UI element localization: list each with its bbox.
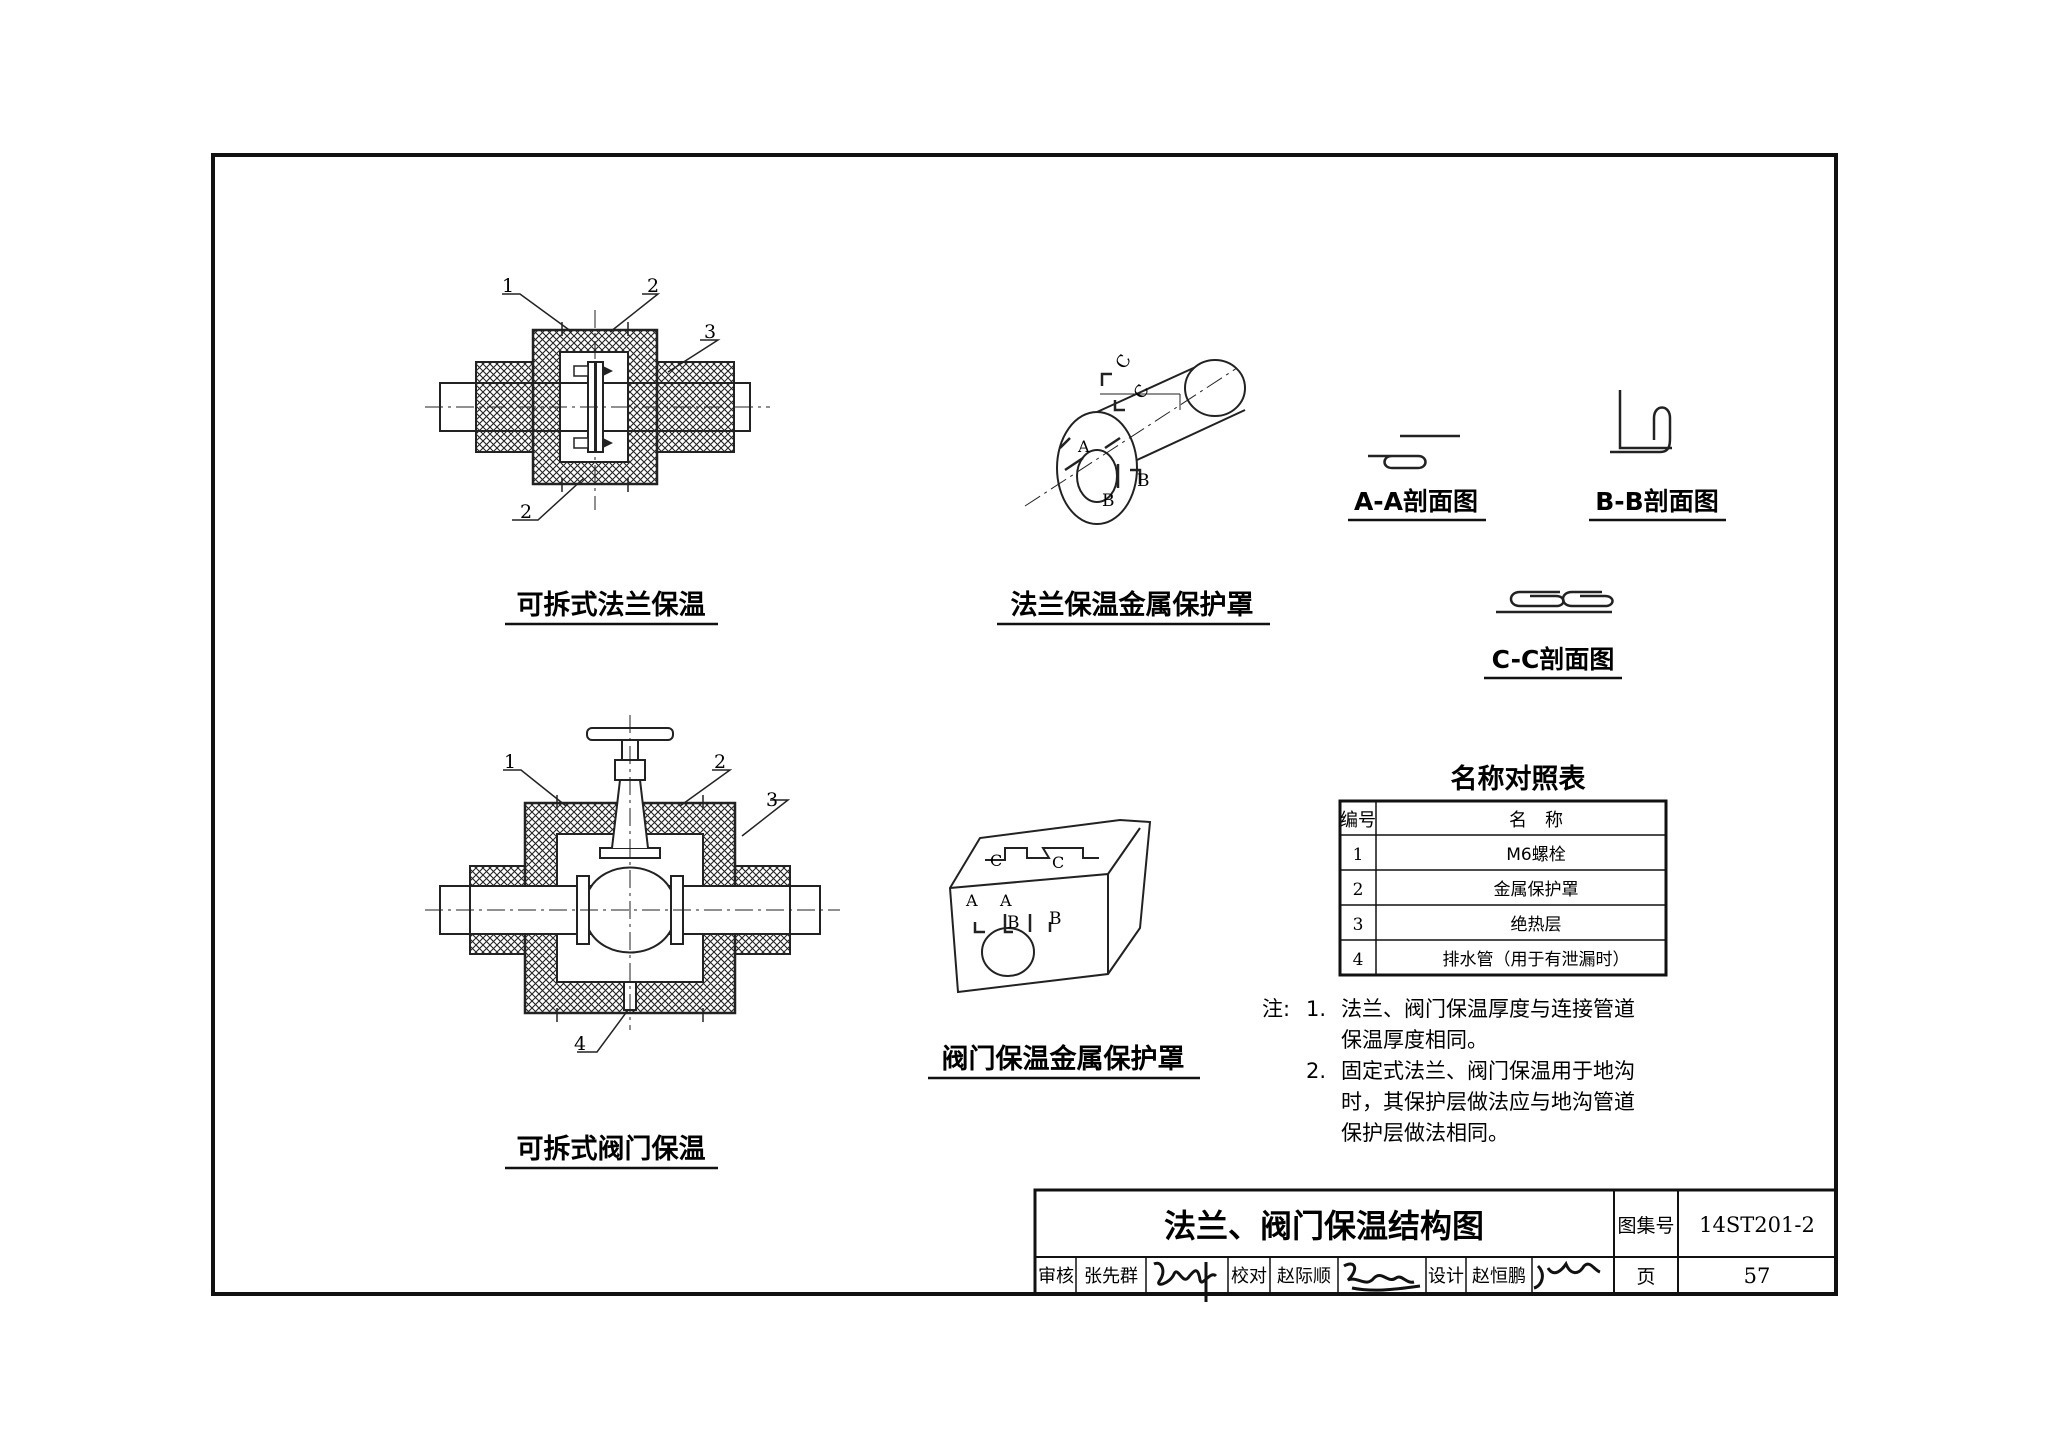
valve-cover-drawing [948, 818, 1152, 994]
cc-section-title: C-C剖面图 [1492, 645, 1615, 674]
section-mark-b2: B [1102, 491, 1115, 511]
name-table-header-name: 名 称 [1509, 810, 1563, 831]
aa-section-drawing [1368, 434, 1460, 470]
section-mark-c1: C [1112, 351, 1136, 372]
callout-1-valve: 1 [504, 751, 516, 773]
design-label: 设计 [1428, 1266, 1464, 1287]
name-table [1338, 799, 1668, 977]
callout-1-flange: 1 [502, 275, 514, 297]
name-table-row-4-no: 4 [1353, 950, 1364, 970]
bb-section-title: B-B剖面图 [1595, 487, 1719, 516]
valve-mark-c2: C [1052, 853, 1064, 872]
name-table-title: 名称对照表 [1451, 763, 1586, 795]
name-table-row-3-no: 3 [1353, 915, 1364, 935]
valve-mark-c1: C [990, 851, 1002, 870]
designer-name: 赵恒鹏 [1472, 1266, 1526, 1287]
callout-2-flange-bottom: 2 [520, 501, 532, 523]
note-1-line-1: 法兰、阀门保温厚度与连接管道 [1341, 997, 1635, 1021]
notes-label: 注: [1262, 997, 1290, 1021]
aa-section-title: A-A剖面图 [1354, 487, 1478, 516]
note-1-line-2: 保温厚度相同。 [1341, 1028, 1488, 1052]
flange-cover-title: 法兰保温金属保护罩 [1011, 589, 1254, 621]
callout-4-valve: 4 [574, 1033, 586, 1055]
flange-insulation-title: 可拆式法兰保温 [517, 590, 706, 621]
reviewer-name: 张先群 [1084, 1266, 1138, 1287]
note-2-number: 2. [1306, 1059, 1326, 1083]
drawing-frame [211, 153, 1838, 1296]
valve-mark-a2: A [999, 891, 1012, 910]
section-mark-c2: C [1130, 381, 1154, 402]
cc-section-drawing [1496, 590, 1614, 614]
valve-mark-a1: A [965, 891, 978, 910]
valve-mark-b2: B [1049, 909, 1062, 929]
name-table-row-1-no: 1 [1353, 845, 1364, 865]
valve-insulation-title: 可拆式阀门保温 [517, 1134, 706, 1165]
section-mark-a: A [1077, 437, 1090, 456]
atlas-number-label: 图集号 [1617, 1215, 1674, 1237]
section-mark-b1: B [1137, 471, 1150, 491]
note-2-line-3: 保护层做法相同。 [1341, 1121, 1509, 1145]
note-1-number: 1. [1306, 997, 1326, 1021]
callout-2-valve: 2 [714, 751, 726, 773]
callout-3-valve: 3 [766, 789, 778, 811]
name-table-row-4-name: 排水管（用于有泄漏时） [1443, 950, 1630, 970]
valve-cover-title: 阀门保温金属保护罩 [942, 1043, 1185, 1075]
check-label: 校对 [1231, 1266, 1267, 1287]
note-2-line-1: 固定式法兰、阀门保温用于地沟 [1341, 1059, 1635, 1083]
designer-signature [1533, 1260, 1601, 1290]
flange-cover-drawing [1024, 359, 1246, 525]
atlas-number: 14ST201-2 [1699, 1213, 1815, 1237]
checker-signature [1343, 1262, 1421, 1292]
review-label: 审核 [1038, 1266, 1074, 1287]
note-2-line-2: 时，其保护层做法应与地沟管道 [1341, 1090, 1635, 1114]
name-table-row-2-name: 金属保护罩 [1494, 880, 1579, 900]
name-table-header-no: 编号 [1340, 810, 1376, 831]
callout-2-flange-top: 2 [647, 275, 659, 297]
name-table-row-2-no: 2 [1353, 880, 1364, 900]
bb-section-drawing [1610, 390, 1672, 454]
page-number: 57 [1744, 1264, 1771, 1288]
valve-mark-b1: B [1007, 913, 1020, 933]
valve-insulation-drawing [425, 715, 840, 1053]
name-table-row-1-name: M6螺栓 [1506, 845, 1565, 865]
page-label: 页 [1636, 1266, 1655, 1288]
checker-name: 赵际顺 [1277, 1266, 1331, 1287]
title-block [1033, 1188, 1838, 1296]
drawing-title: 法兰、阀门保温结构图 [1164, 1207, 1484, 1245]
flange-insulation-drawing [425, 293, 770, 521]
callout-3-flange: 3 [704, 321, 716, 343]
name-table-row-3-name: 绝热层 [1511, 915, 1562, 935]
reviewer-signature [1153, 1261, 1218, 1302]
